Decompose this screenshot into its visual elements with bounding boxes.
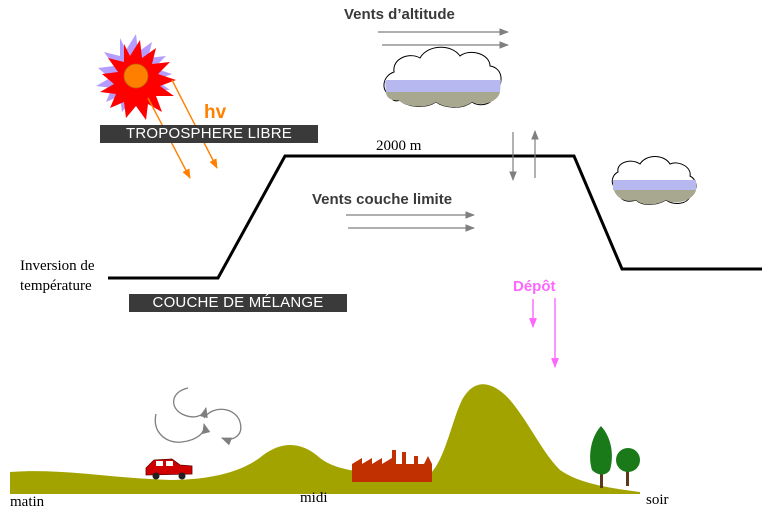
evening-label: soir [646, 492, 669, 508]
tree-icon [590, 426, 612, 488]
boundary-winds-label: Vents couche limite [312, 191, 453, 208]
altitude-label: 2000 m [376, 138, 422, 154]
noon-label: midi [300, 490, 328, 506]
mixing-layer-tag: COUCHE DE MÉLANGE [129, 294, 347, 312]
tree-icon [616, 448, 640, 486]
swirl-icon [154, 387, 242, 446]
upper-wind-arrows [378, 28, 509, 49]
free-troposphere-tag: TROPOSPHERE LIBRE [100, 125, 318, 143]
upper-winds-label: Vents d’altitude [344, 6, 455, 23]
deposition-label: Dépôt [513, 278, 556, 295]
factory-icon [352, 450, 432, 482]
cloud-icon [611, 156, 697, 205]
vertical-exchange-arrows [509, 130, 539, 181]
inversion-label-line2: température [20, 278, 92, 294]
cloud-icon [383, 46, 502, 108]
hv-label: hv [204, 102, 227, 123]
morning-label: matin [10, 494, 45, 510]
sun-icon [96, 34, 176, 120]
car-icon [145, 458, 193, 480]
boundary-wind-arrows [346, 211, 475, 232]
deposition-arrows [529, 298, 559, 368]
inversion-label-line1: Inversion de [20, 258, 95, 274]
ground-terrain [10, 384, 640, 494]
mixing-layer-boundary [108, 154, 762, 280]
